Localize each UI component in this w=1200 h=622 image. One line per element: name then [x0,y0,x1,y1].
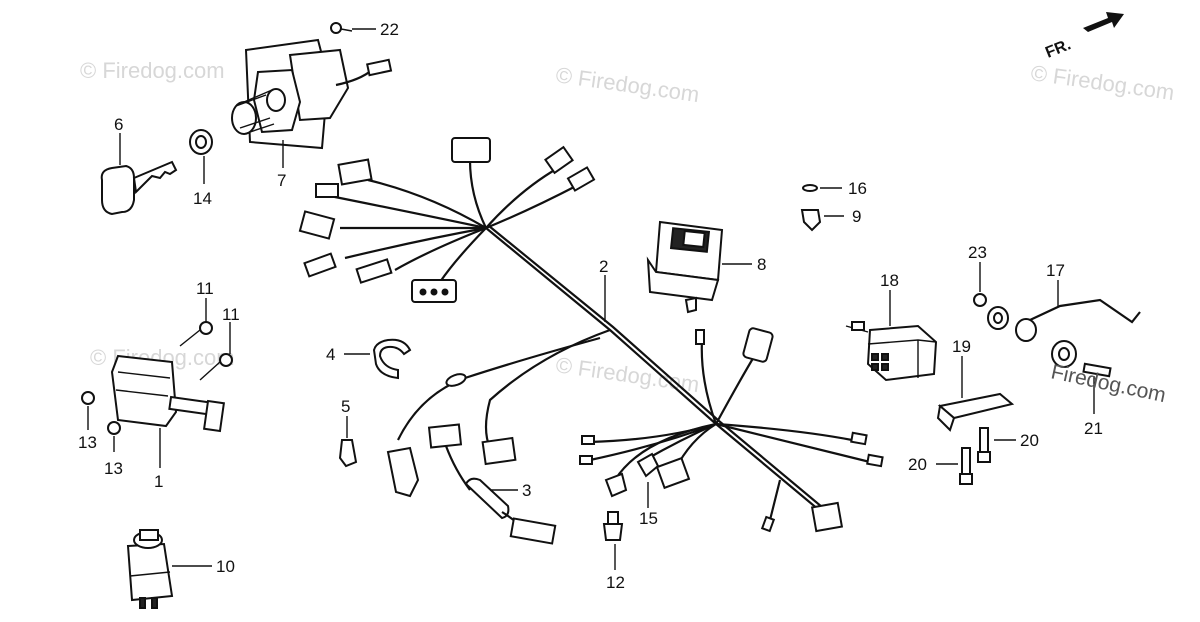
callout-16: 16 [848,179,867,198]
part-4-clip [372,338,412,380]
part-17-spring-rod [1015,298,1141,342]
part-22-screw [330,22,353,34]
watermark: © Firedog.com [1029,60,1176,105]
part-2-wire-harness [298,137,884,533]
part-5-clamp [338,439,358,468]
callout-18: 18 [880,271,899,290]
callout-20-b: 20 [908,455,927,474]
callout-20-a: 20 [1020,431,1039,450]
part-10-push-switch [126,529,174,609]
part-3-sub-harness [427,423,557,545]
part-16-washer [802,184,818,192]
part-9-switch [800,209,822,232]
callout-21: 21 [1084,419,1103,438]
callout-5: 5 [341,397,350,416]
callout-12: 12 [606,573,625,592]
part-18-relay [845,321,938,382]
callout-11-a: 11 [196,279,214,298]
part-19-bracket [936,392,1015,432]
part-23-grommet [973,293,1009,330]
part-20-bolt-a [977,427,991,463]
part-21-bolt [1051,340,1112,378]
callout-7: 7 [277,171,286,190]
part-7-ignition-switch [231,38,393,150]
arrow-icon [1083,12,1124,32]
part-20-bolt-b [959,447,973,485]
watermark: © Firedog.com [80,58,225,83]
watermark: © Firedog.com [554,62,701,107]
callout-8: 8 [757,255,766,274]
callout-2: 2 [599,257,608,276]
callout-1: 1 [154,472,163,491]
callout-6: 6 [114,115,123,134]
callout-10: 10 [216,557,235,576]
callout-4: 4 [326,345,335,364]
callout-22: 22 [380,20,399,39]
part-1-regulator [110,354,226,433]
part-8-rocker-switch [646,220,724,314]
front-direction-indicator: FR. [1043,12,1124,62]
part-12-switch [602,511,624,541]
part-13-nut-a [81,391,95,405]
callout-13-a: 13 [78,433,97,452]
callout-3: 3 [522,481,531,500]
callout-11-b: 11 [222,305,240,324]
callout-14: 14 [193,189,212,208]
part-6-key [100,160,178,216]
part-11-screw-b [199,353,233,381]
part-13-nut-b [107,421,121,435]
callout-labels: 22 6 7 14 2 8 16 9 23 17 18 19 21 20 20 … [78,20,1103,592]
callout-9: 9 [852,207,861,226]
callout-19: 19 [952,337,971,356]
part-14-nut [189,129,213,155]
part-11-screw-a [179,321,213,347]
callout-23: 23 [968,243,987,262]
direction-label: FR. [1043,36,1073,61]
callout-17: 17 [1046,261,1065,280]
callout-15: 15 [639,509,658,528]
callout-13-b: 13 [104,459,123,478]
